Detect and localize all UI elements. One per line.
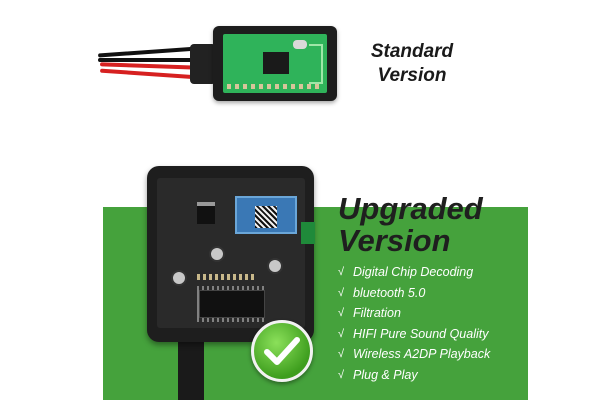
- component-pads: [197, 274, 257, 280]
- bluetooth-module: [235, 196, 297, 234]
- upgraded-cable: [178, 340, 204, 400]
- upgraded-title-line2: Version: [338, 223, 451, 258]
- standard-module-image: [213, 26, 337, 101]
- standard-version-title: Standard Version: [357, 40, 467, 88]
- standard-chip: [263, 52, 289, 74]
- standard-pads: [227, 84, 323, 89]
- feature-list: √Digital Chip Decoding √bluetooth 5.0 √F…: [338, 262, 490, 385]
- standard-antenna: [309, 44, 323, 84]
- standard-pcb: [223, 34, 327, 93]
- check-bullet-icon: √: [338, 286, 345, 299]
- capacitor: [209, 246, 225, 262]
- decoder-chip: [199, 290, 265, 318]
- upgraded-module-image: [147, 166, 315, 342]
- bluetooth-antenna: [301, 222, 315, 244]
- feature-item: √bluetooth 5.0: [338, 285, 426, 300]
- check-bullet-icon: √: [338, 307, 345, 320]
- feature-item: √Digital Chip Decoding: [338, 265, 474, 280]
- check-bullet-icon: √: [338, 327, 345, 340]
- check-bullet-icon: √: [338, 368, 345, 381]
- standard-cable-strain-relief: [190, 44, 216, 84]
- check-bullet-icon: √: [338, 266, 345, 279]
- feature-item: √HIFI Pure Sound Quality: [338, 326, 489, 341]
- feature-item: √Wireless A2DP Playback: [338, 347, 491, 362]
- standard-crystal: [293, 40, 307, 49]
- standard-title-line2: Version: [377, 65, 447, 86]
- voltage-regulator: [197, 202, 215, 224]
- capacitor: [267, 258, 283, 274]
- feature-item: √Plug & Play: [338, 367, 418, 382]
- feature-item: √Filtration: [338, 306, 401, 321]
- standard-title-line1: Standard: [370, 41, 454, 62]
- upgraded-title-line1: Upgraded: [338, 191, 483, 226]
- bluetooth-qr-label: [255, 206, 277, 228]
- capacitor: [171, 270, 187, 286]
- upgraded-pcb: [157, 178, 315, 328]
- check-bullet-icon: √: [338, 348, 345, 361]
- upgraded-version-title: Upgraded Version: [338, 193, 518, 257]
- check-icon: [251, 320, 313, 382]
